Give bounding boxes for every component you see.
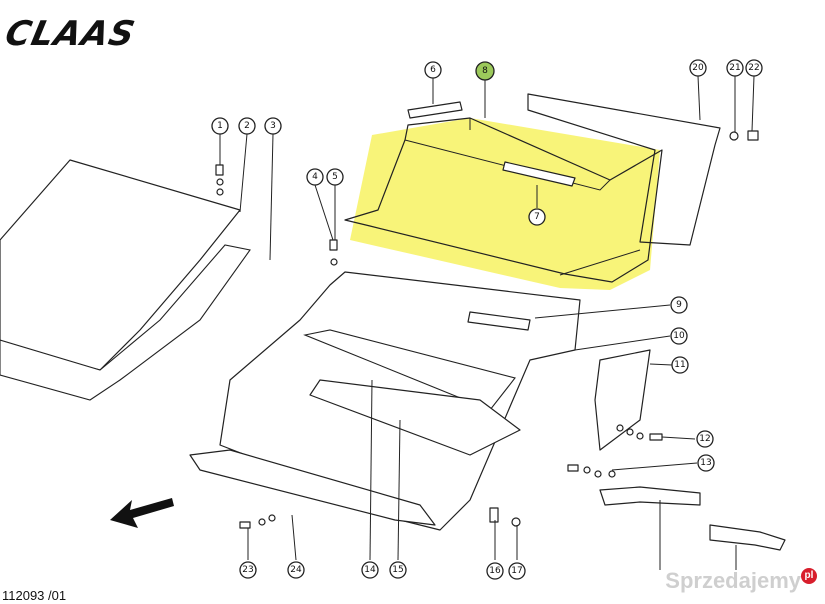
svg-text:13: 13: [700, 458, 711, 468]
screw-4-5: [329, 239, 338, 266]
hinge-bracket: [709, 524, 786, 551]
drawing-number: 112093 /01: [2, 588, 67, 603]
screw-23: [239, 514, 276, 529]
screw-13: [567, 464, 616, 478]
svg-text:20: 20: [692, 63, 704, 73]
callout-20: 20: [689, 59, 707, 77]
part-8-tray: [344, 117, 663, 283]
part-11-plate: [594, 349, 651, 451]
callout-22: 22: [745, 59, 763, 77]
part-15-channel: [309, 379, 521, 456]
svg-text:8: 8: [482, 66, 488, 76]
callout-16: 16: [486, 562, 504, 580]
callout-17: 17: [508, 562, 526, 580]
screw-16-17: [489, 507, 521, 527]
callout-3: 3: [264, 117, 282, 135]
svg-text:9: 9: [676, 300, 682, 310]
part-6-strip: [407, 101, 463, 119]
watermark-text: Sprzedajemy: [665, 568, 801, 593]
svg-text:16: 16: [489, 566, 501, 576]
svg-text:23: 23: [242, 565, 253, 575]
svg-text:4: 4: [312, 172, 318, 182]
svg-text:1: 1: [217, 121, 223, 131]
callout-13: 13: [697, 454, 715, 472]
screw-1: [215, 164, 224, 196]
part-3-wear-strip: [0, 244, 251, 401]
screw-12: [616, 424, 663, 441]
callout-12: 12: [696, 430, 714, 448]
part-7-strip: [502, 161, 576, 187]
callout-6: 6: [424, 61, 442, 79]
callout-7: 7: [528, 208, 546, 226]
svg-text:24: 24: [290, 565, 302, 575]
part-24-lip: [189, 449, 436, 526]
callouts: 1 2 3 4 5 6 7 8 9 10 11 12 13 14 15 16 1…: [211, 59, 763, 580]
svg-text:2: 2: [244, 121, 250, 131]
watermark-badge: pl: [801, 568, 817, 584]
svg-text:22: 22: [748, 63, 759, 73]
part-14-wear-plate: [303, 329, 516, 411]
callout-8: 8: [475, 61, 495, 81]
callout-1: 1: [211, 117, 229, 135]
svg-text:5: 5: [332, 172, 338, 182]
fastener-21-22: [729, 130, 759, 141]
svg-text:11: 11: [674, 360, 685, 370]
part-20-plate: [527, 93, 721, 246]
svg-text:14: 14: [364, 565, 376, 575]
svg-text:21: 21: [729, 63, 740, 73]
part-8-edge: [404, 118, 641, 276]
callout-10: 10: [670, 327, 688, 345]
callout-23: 23: [239, 561, 257, 579]
callout-11: 11: [671, 356, 689, 374]
callout-21: 21: [726, 59, 744, 77]
leader-lines: [219, 75, 755, 570]
svg-text:10: 10: [673, 331, 685, 341]
bracket: [599, 486, 701, 506]
direction-arrow: [110, 498, 174, 528]
callout-14: 14: [361, 561, 379, 579]
callout-15: 15: [389, 561, 407, 579]
svg-text:3: 3: [270, 121, 276, 131]
svg-text:12: 12: [699, 434, 710, 444]
callout-5: 5: [326, 168, 344, 186]
part-9-strip: [467, 311, 531, 331]
svg-text:17: 17: [511, 566, 522, 576]
callout-4: 4: [306, 168, 324, 186]
svg-text:7: 7: [534, 212, 540, 222]
callout-9: 9: [670, 296, 688, 314]
svg-text:15: 15: [392, 565, 403, 575]
highlighted-part: [344, 117, 663, 290]
highlight-glow: [350, 118, 660, 290]
part-2-plate: [0, 159, 241, 371]
svg-text:6: 6: [430, 65, 436, 75]
callout-24: 24: [287, 561, 305, 579]
callout-2: 2: [238, 117, 256, 135]
